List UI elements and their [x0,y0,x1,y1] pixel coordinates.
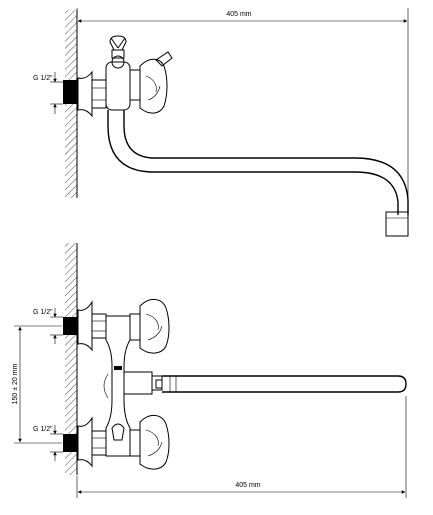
top-length-label: 405 mm [226,11,251,18]
top-length-dimension: 405 mm [76,8,409,210]
bottom-upper-pipe-stub [63,317,78,335]
bottom-length-dimension: 405 mm [76,396,407,498]
top-view: G 1/2" [33,8,409,237]
bottom-mixer-body [103,315,163,457]
center-distance-dimension: 150 ± 20 mm [12,325,62,444]
bottom-lower-handle [129,415,170,470]
bottom-upper-thread-label: G 1/2" [33,309,53,316]
bottom-spout [155,375,407,393]
top-spout [107,110,409,237]
bottom-view: G 1/2" G 1/2" 150 ± 20 mm [12,243,407,498]
bottom-lower-pipe-stub [63,434,78,452]
center-distance-label: 150 ± 20 mm [12,363,19,404]
bottom-lower-thread-label: G 1/2" [33,426,53,433]
bottom-length-label: 405 mm [235,482,260,489]
top-valve-body [105,35,131,111]
bottom-upper-handle [129,299,170,354]
top-handle [129,51,173,114]
bottom-lower-flange [77,416,107,468]
top-pipe-stub [63,80,78,104]
top-flange [77,70,107,118]
bottom-upper-flange [77,300,107,352]
top-thread-label: G 1/2" [33,75,53,82]
